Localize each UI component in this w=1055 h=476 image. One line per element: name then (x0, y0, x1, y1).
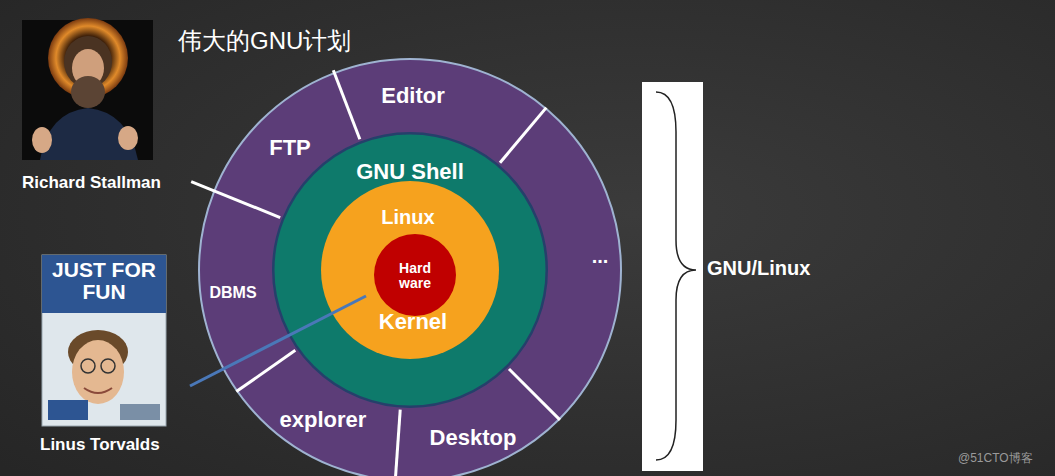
stallman-photo (22, 18, 153, 160)
panel (642, 82, 703, 471)
circle-shape (321, 181, 499, 359)
kernel-circle: Hard ware LinuxKernel (321, 181, 499, 359)
shell-ring: Hard ware LinuxKernel GNU Shell (272, 132, 548, 408)
face (72, 340, 124, 404)
circle-shape (199, 59, 621, 476)
book-cover (42, 255, 166, 426)
bracket-label: GNU/Linux (707, 258, 810, 279)
book-strip (48, 400, 88, 420)
segment-divider (236, 350, 295, 391)
watermark: @51CTO博客 (958, 452, 1033, 465)
glasses (81, 359, 95, 373)
segment-divider (333, 70, 360, 139)
ring-label: ... (592, 245, 609, 267)
photo-ground (22, 20, 153, 160)
ring-label: explorer (280, 408, 367, 432)
curly-brace (656, 92, 696, 460)
person-name: Linus Torvalds (40, 436, 160, 454)
hand (32, 127, 52, 153)
circle-shape (273, 133, 547, 407)
ring-label: Kernel (379, 310, 447, 334)
ring-label: DBMS (209, 284, 256, 302)
ring-label: Desktop (430, 426, 517, 450)
book-strip (120, 404, 160, 420)
ring-label: Hard ware (391, 261, 439, 292)
segment-divider (191, 182, 280, 218)
book-ground (42, 255, 166, 426)
segment-divider (500, 108, 546, 163)
glasses (101, 359, 115, 373)
hardware-circle: Hard ware (374, 234, 456, 316)
ring-label: Linux (381, 206, 434, 228)
ring-label: Editor (381, 84, 445, 108)
ring-label: FTP (269, 136, 311, 160)
book-title: JUST FOR FUN (48, 259, 160, 303)
segment-divider (395, 410, 400, 476)
segment-divider (509, 369, 560, 420)
book-band (42, 255, 166, 313)
brace-panel (642, 82, 703, 471)
leader-line (190, 296, 366, 386)
person-name: Richard Stallman (22, 174, 161, 192)
beard (71, 76, 105, 108)
robe (40, 108, 138, 160)
ring-label: GNU Shell (356, 160, 464, 184)
circle-shape (374, 234, 456, 316)
smile (84, 388, 112, 393)
hand (118, 126, 138, 150)
application-ring: Hard ware LinuxKernel GNU Shell EditorFTP..… (198, 58, 622, 476)
diagram-title: 伟大的GNU计划 (178, 28, 351, 54)
